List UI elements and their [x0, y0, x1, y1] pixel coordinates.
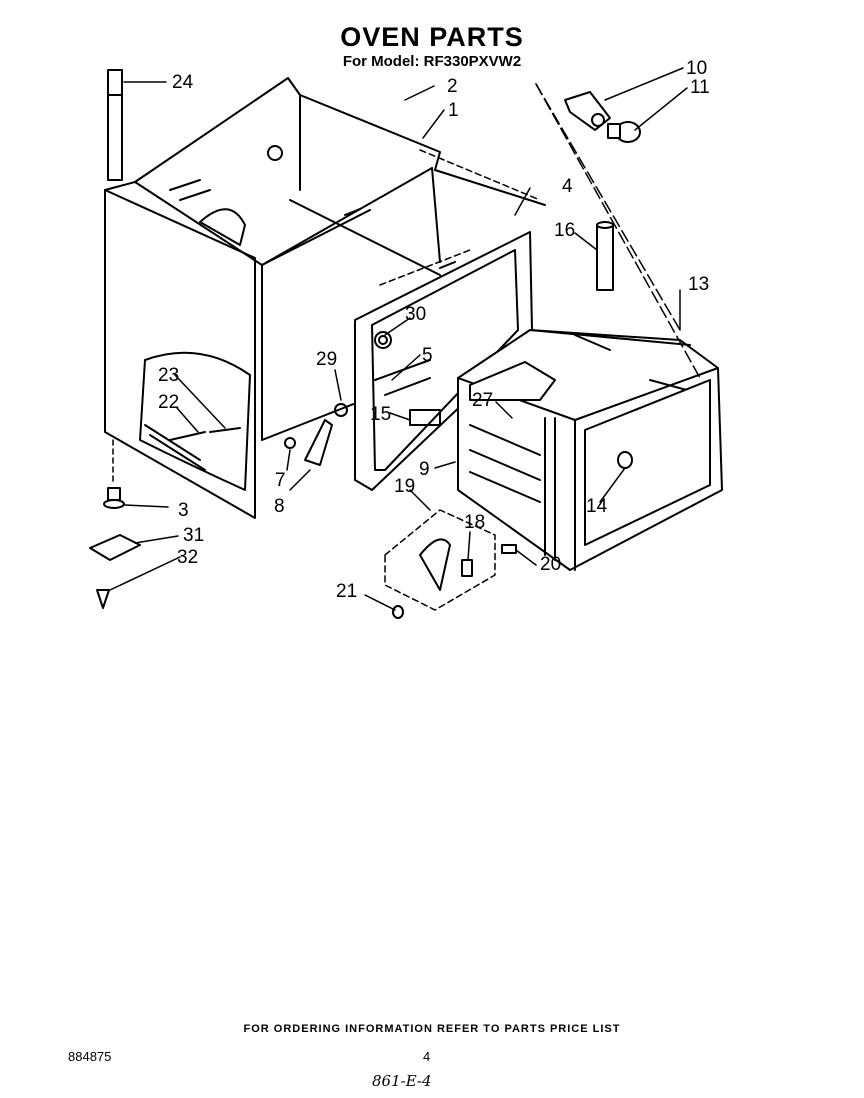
callout-10: 10 — [686, 58, 707, 79]
callout-22: 22 — [158, 392, 179, 413]
part-11-bulb — [607, 121, 641, 143]
callout-27: 27 — [472, 390, 493, 411]
callout-labels: 1 2 3 4 5 7 8 9 10 11 13 14 15 16 18 19 … — [158, 58, 710, 602]
model-subtitle: For Model: RF330PXVW2 — [342, 53, 522, 70]
callout-20: 20 — [540, 554, 561, 575]
part-10-socket — [564, 91, 611, 131]
callout-24: 24 — [172, 72, 194, 93]
callout-7: 7 — [275, 470, 286, 491]
ordering-note: FOR ORDERING INFORMATION REFER TO PARTS … — [243, 1023, 621, 1035]
handwritten-note: 861-E-4 — [372, 1072, 432, 1090]
page-number: 4 — [423, 1049, 431, 1064]
callout-23: 23 — [158, 365, 179, 386]
callout-8: 8 — [274, 496, 285, 517]
callout-19: 19 — [394, 476, 415, 497]
callout-30: 30 — [405, 304, 426, 325]
callout-1: 1 — [448, 100, 459, 121]
oven-cavity — [457, 329, 723, 571]
callout-16: 16 — [554, 220, 575, 241]
callout-13: 13 — [688, 274, 709, 295]
callout-31: 31 — [183, 525, 204, 546]
page-title: OVEN PARTS — [340, 22, 524, 52]
callout-4: 4 — [562, 176, 573, 197]
part-29-part-7-fasteners — [284, 403, 348, 449]
part-31-bracket — [89, 534, 141, 561]
part-3-screw — [103, 487, 125, 509]
part-24-bracket — [107, 69, 123, 181]
part-8-clip — [304, 419, 333, 466]
callout-29: 29 — [316, 349, 337, 370]
callout-5: 5 — [422, 345, 433, 366]
callout-21: 21 — [336, 581, 357, 602]
callout-leaders — [109, 67, 701, 611]
callout-3: 3 — [178, 500, 189, 521]
part-32-leveler — [96, 589, 110, 609]
callout-2: 2 — [447, 76, 458, 97]
callout-32: 32 — [177, 547, 198, 568]
callout-14: 14 — [586, 496, 608, 517]
oven-cabinet — [104, 77, 546, 519]
callout-11: 11 — [690, 77, 710, 98]
callout-15: 15 — [370, 404, 391, 425]
document-number: 884875 — [68, 1049, 112, 1064]
part-16-post — [596, 221, 614, 291]
callout-9: 9 — [419, 459, 430, 480]
part-19-hinge-group — [384, 509, 517, 619]
callout-18: 18 — [464, 512, 485, 533]
